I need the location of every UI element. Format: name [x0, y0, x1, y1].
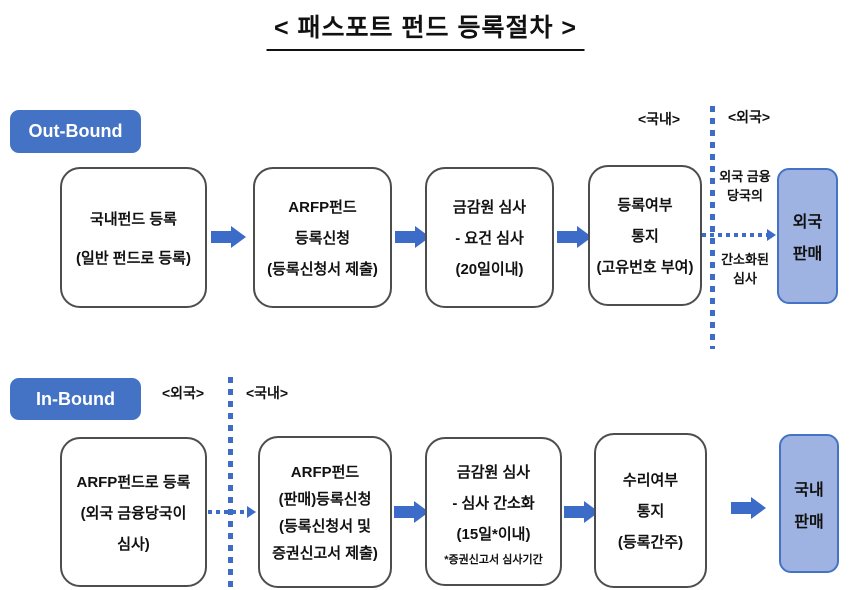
- step-footnote: *증권신고서 심사기간: [444, 554, 543, 566]
- outbound-step-registration-notice: 등록여부 통지 (고유번호 부여): [588, 165, 702, 306]
- step-line: ARFP펀드로 등록: [76, 473, 191, 491]
- step-line: 통지: [636, 503, 665, 520]
- outbound-crossing-note-bottom: 간소화된 심사: [713, 251, 777, 289]
- outbound-step-fss-review: 금감원 심사 - 요건 심사 (20일이내): [425, 167, 554, 308]
- step-line: 심사): [117, 535, 150, 553]
- page-title: < 패스포트 펀드 등록절차 >: [266, 8, 585, 51]
- result-line: 판매: [794, 513, 824, 531]
- step-line: ARFP펀드: [290, 464, 360, 481]
- outbound-crossing-note-top: 외국 금융 당국의: [713, 168, 777, 206]
- note-line: 심사: [733, 270, 757, 286]
- step-line: (등록신청서 및: [279, 518, 371, 535]
- step-line: (외국 금융당국이: [80, 504, 187, 522]
- inbound-step-arfp-registered-fund: ARFP펀드로 등록 (외국 금융당국이 심사): [60, 437, 207, 587]
- note-line: 간소화된: [721, 252, 769, 267]
- result-line: 국내: [794, 481, 824, 499]
- step-line: (일반 펀드로 등록): [76, 249, 191, 267]
- outbound-region-foreign-label: <외국>: [728, 109, 771, 125]
- step-line: 국내펀드 등록: [90, 210, 177, 228]
- step-line: (등록신청서 제출): [267, 261, 378, 278]
- inbound-region-domestic-label: <국내>: [246, 385, 289, 401]
- step-line: 통지: [631, 228, 659, 245]
- outbound-border-dashed-line: [710, 106, 715, 349]
- step-line: - 요건 심사: [455, 230, 524, 247]
- step-line: 금감원 심사: [452, 199, 527, 216]
- outbound-step-arfp-application: ARFP펀드 등록신청 (등록신청서 제출): [253, 167, 392, 308]
- outbound-region-domestic-label: <국내>: [638, 111, 681, 127]
- flow-arrow-icon: [211, 226, 246, 248]
- inbound-region-foreign-label: <외국>: [162, 385, 205, 401]
- inbound-step-sale-registration-application: ARFP펀드 (판매)등록신청 (등록신청서 및 증권신고서 제출): [258, 436, 392, 588]
- step-line: 수리여부: [622, 472, 679, 489]
- step-line: 증권신고서 제출): [272, 545, 378, 562]
- step-line: 등록신청: [294, 230, 351, 247]
- inbound-border-dashed-line: [228, 377, 233, 590]
- step-line: (고유번호 부여): [596, 259, 694, 276]
- step-line: (판매)등록신청: [278, 491, 372, 508]
- step-line: 등록여부: [617, 197, 673, 214]
- result-line: 판매: [792, 246, 823, 263]
- flow-arrow-icon: [731, 497, 766, 519]
- dotted-arrow-icon: [208, 506, 256, 518]
- step-line: - 심사 간소화: [452, 495, 535, 512]
- inbound-result-domestic-sale: 국내 판매: [779, 434, 839, 573]
- note-line: 외국 금융: [719, 169, 771, 184]
- outbound-step-domestic-fund-registration: 국내펀드 등록 (일반 펀드로 등록): [60, 167, 207, 308]
- result-line: 외국: [792, 214, 823, 231]
- step-line: (15일*이내): [456, 526, 531, 543]
- dotted-arrow-icon: [702, 229, 776, 241]
- flow-arrow-icon: [394, 501, 429, 523]
- outbound-result-foreign-sale: 외국 판매: [777, 168, 838, 304]
- inbound-step-acceptance-notice: 수리여부 통지 (등록간주): [594, 433, 707, 588]
- flow-arrow-icon: [557, 226, 592, 248]
- step-line: (등록간주): [617, 534, 684, 551]
- inbound-label: In-Bound: [10, 378, 141, 420]
- note-line: 당국의: [727, 187, 763, 203]
- step-line: (20일이내): [455, 261, 524, 278]
- outbound-label: Out-Bound: [10, 110, 141, 153]
- step-line: 금감원 심사: [456, 464, 531, 481]
- step-line: ARFP펀드: [288, 199, 357, 216]
- inbound-step-fss-simplified-review: 금감원 심사 - 심사 간소화 (15일*이내) *증권신고서 심사기간: [425, 437, 562, 586]
